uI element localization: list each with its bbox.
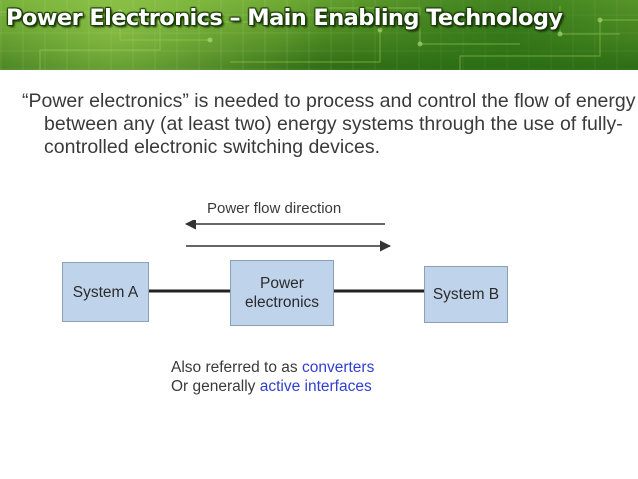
active-interfaces-term: active interfaces [259,378,372,395]
note-line-2: Or generally active interfaces [171,377,374,396]
power-flow-label: Power flow direction [207,200,342,217]
circuit-board-background [0,6,638,70]
power-electronics-label-line1: Power [260,275,304,292]
power-electronics-label-line2: electronics [244,294,320,311]
system-a-box: System A [62,262,149,322]
power-electronics-box: Power electronics [230,260,334,326]
system-a-label: System A [72,283,139,301]
system-b-label: System B [432,286,500,303]
note-line-1: Also referred to as converters [171,358,374,377]
definition-text: “Power electronics” is needed to process… [22,90,636,158]
converter-note: Also referred to as converters Or genera… [171,358,374,396]
page-title: Power Electronics – Main Enabling Techno… [6,5,563,31]
note-line-1-prefix: Also referred to as [171,359,302,376]
power-flow-diagram [149,220,424,293]
title-banner: Power Electronics – Main Enabling Techno… [0,0,638,70]
note-line-2-prefix: Or generally [171,378,260,395]
system-b-box: System B [424,266,508,323]
converters-term: converters [301,359,375,376]
